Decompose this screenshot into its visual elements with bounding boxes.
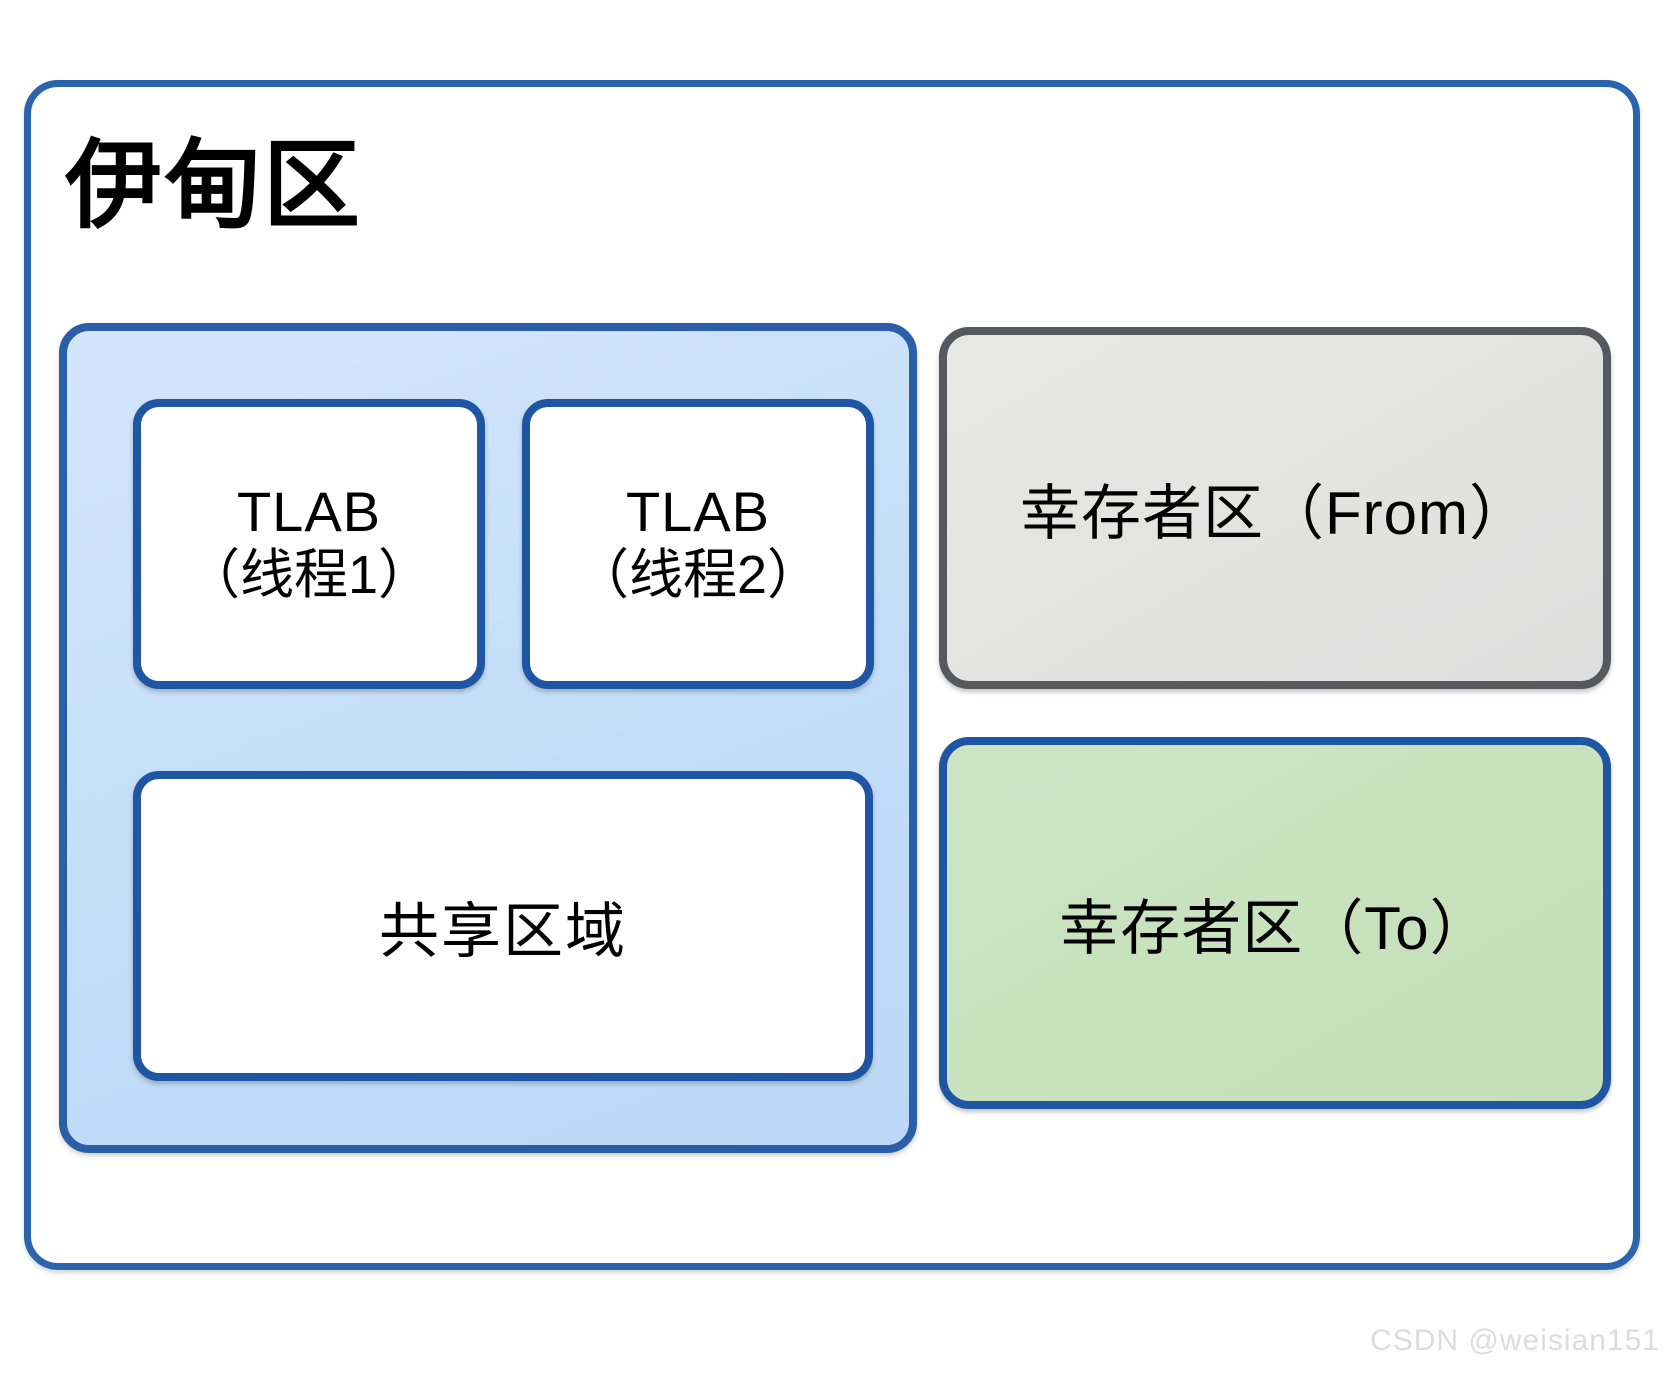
shared-area-label: 共享区域 <box>379 897 627 965</box>
tlab-box-thread-2: TLAB （线程2） <box>522 399 874 689</box>
tlab-box-thread-1: TLAB （线程1） <box>133 399 485 689</box>
survivor-space-from-box: 幸存者区（From） <box>939 327 1611 689</box>
survivor-space-to-box: 幸存者区（To） <box>939 737 1611 1109</box>
page-title: 伊甸区 <box>65 131 362 240</box>
eden-area-container: 伊甸区 TLAB （线程1） TLAB （线程2） 共享区域 幸存者区（From… <box>24 80 1640 1270</box>
tlab-region-container: TLAB （线程1） TLAB （线程2） 共享区域 <box>59 323 917 1153</box>
survivor-space-from-label: 幸存者区（From） <box>1020 479 1530 547</box>
shared-area-box: 共享区域 <box>133 771 873 1081</box>
tlab-box-thread-2-title: TLAB <box>625 480 771 544</box>
watermark-text: CSDN @weisian151 <box>1370 1324 1660 1357</box>
tlab-box-thread-2-subtitle: （线程2） <box>574 545 822 606</box>
tlab-box-thread-1-subtitle: （线程1） <box>185 545 433 606</box>
tlab-box-thread-1-title: TLAB <box>236 480 382 544</box>
survivor-space-to-label: 幸存者区（To） <box>1059 894 1491 962</box>
